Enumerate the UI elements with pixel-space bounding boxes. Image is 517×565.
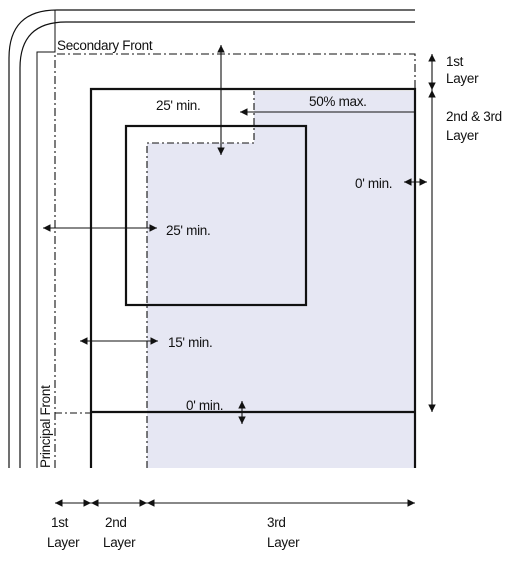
right-second-third-layer-line1: 2nd & 3rd	[446, 109, 502, 124]
setback-0-bottom-label: 0' min.	[186, 398, 223, 413]
dimension-arrows	[43, 45, 436, 507]
right-first-layer-line2: Layer	[446, 71, 479, 86]
setback-0-right-label: 0' min.	[355, 176, 392, 191]
bottom-first-layer-line1: 1st	[51, 515, 69, 530]
street-curb	[8, 9, 415, 468]
principal-front-label: Principal Front	[38, 385, 53, 468]
bottom-first-layer-line2: Layer	[47, 535, 80, 550]
lot-outline	[89, 87, 417, 468]
setback-25-top-label: 25' min.	[156, 98, 200, 113]
bottom-third-layer-line2: Layer	[267, 535, 300, 550]
setback-25-left-label: 25' min.	[166, 223, 210, 238]
setback-15-label: 15' min.	[168, 335, 212, 350]
bottom-second-layer-line1: 2nd	[105, 515, 127, 530]
shaded-area-boundary	[146, 91, 255, 468]
building-footprint	[124, 124, 308, 307]
shaded-building-area	[147, 91, 415, 468]
secondary-front-label: Secondary Front	[57, 38, 153, 53]
bottom-third-layer-line1: 3rd	[267, 515, 286, 530]
bottom-second-layer-line2: Layer	[103, 535, 136, 550]
max-50-label: 50% max.	[309, 94, 367, 109]
right-first-layer-line1: 1st	[446, 54, 464, 69]
right-second-third-layer-line2: Layer	[446, 128, 479, 143]
